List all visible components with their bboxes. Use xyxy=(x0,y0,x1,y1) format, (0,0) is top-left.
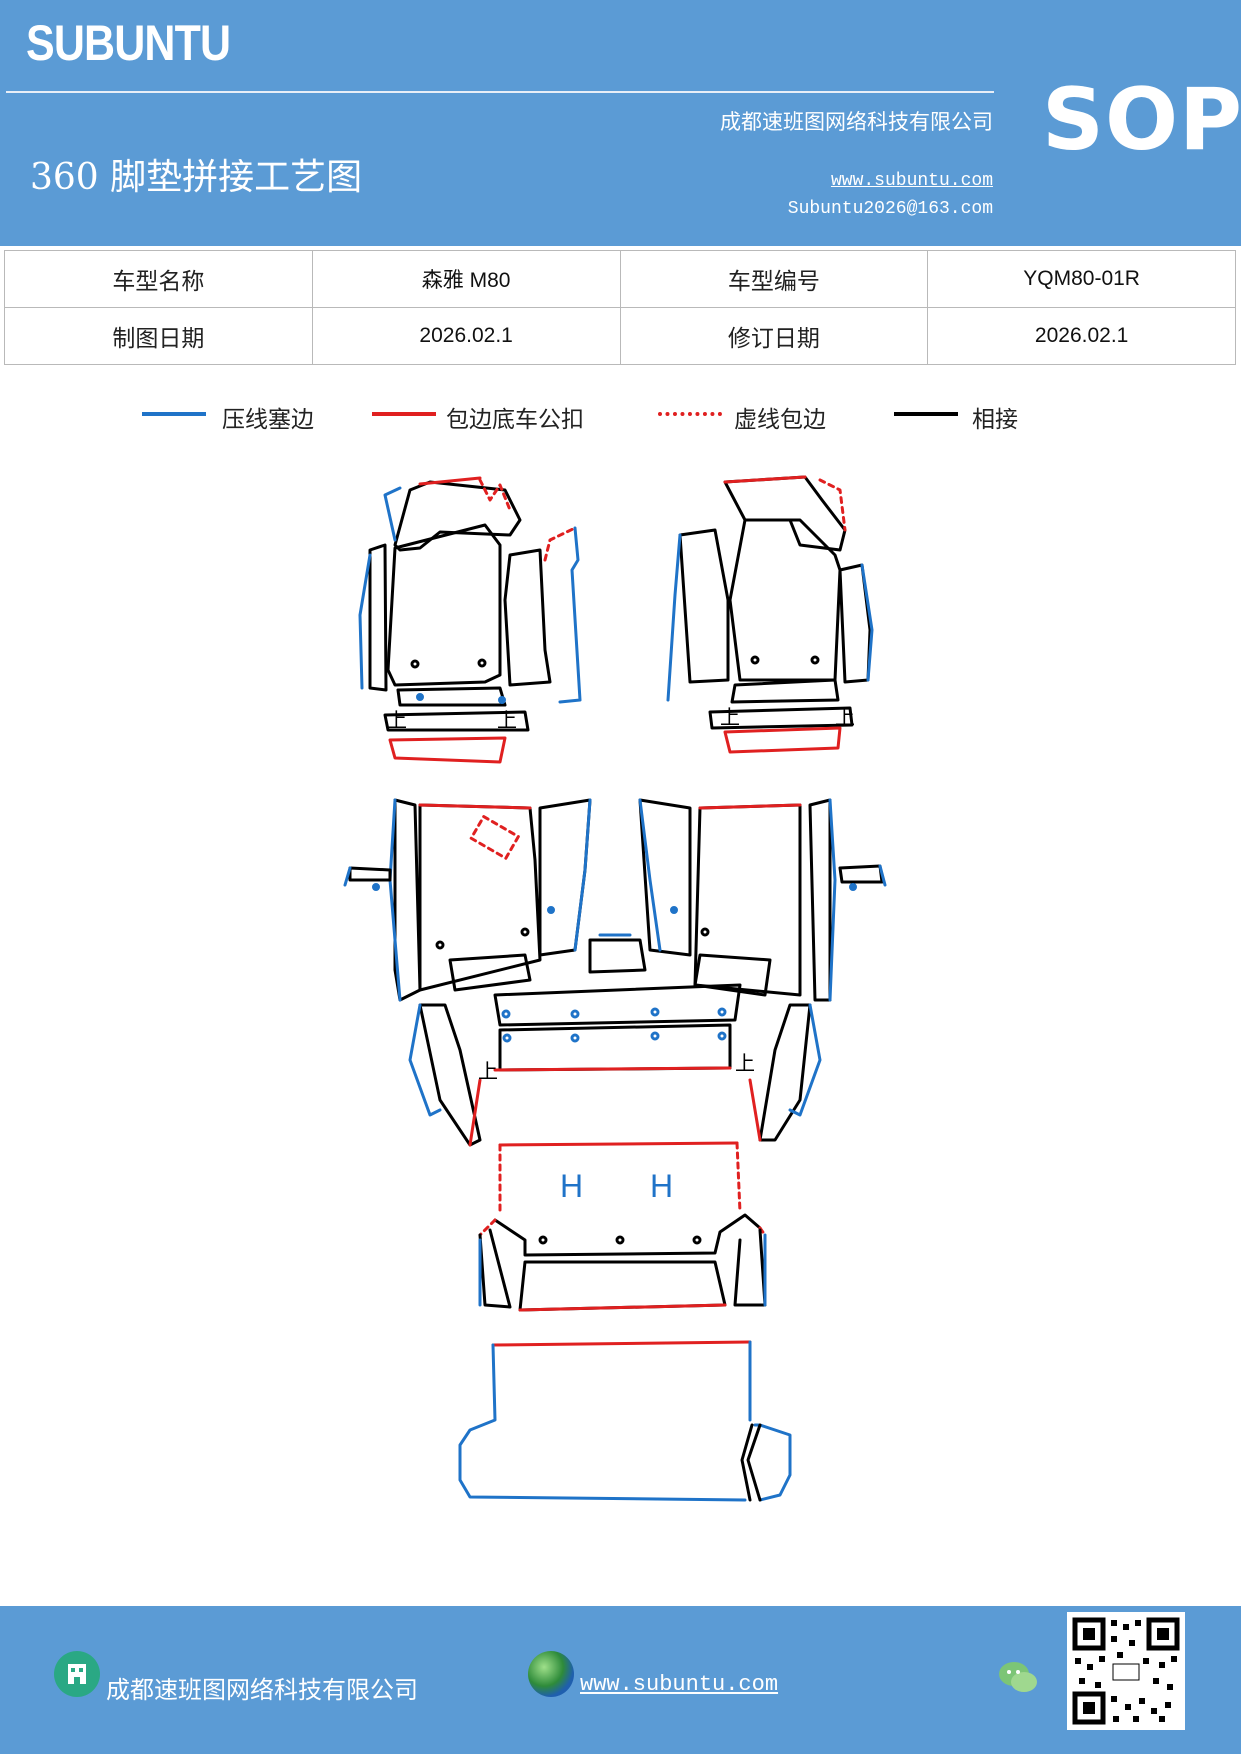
qr-code xyxy=(1067,1612,1185,1730)
legend-swatch-red-dotted xyxy=(658,412,722,416)
floor-mat-diagram: 上 上 上 上 上 上 H H xyxy=(343,475,887,1502)
line-legend: 压线塞边 包边底车公扣 虚线包边 相接 xyxy=(0,398,1241,444)
footer-banner: 成都速班图网络科技有限公司 www.subuntu.com xyxy=(0,1606,1241,1754)
value-model-name: 森雅 M80 xyxy=(311,250,621,308)
legend-label: 包边底车公扣 xyxy=(446,407,584,433)
value-revise-date: 2026.02.1 xyxy=(927,307,1236,365)
brand-logo: SUBUNTU xyxy=(26,15,231,71)
sop-badge: SOP xyxy=(1042,70,1241,170)
up-mark: 上 xyxy=(735,1052,755,1075)
header-banner: SUBUNTU 成都速班图网络科技有限公司 360 脚垫拼接工艺图 www.su… xyxy=(0,0,1241,246)
legend-label: 虚线包边 xyxy=(734,407,826,433)
up-mark: 上 xyxy=(478,1060,498,1083)
document-title: 360 脚垫拼接工艺图 xyxy=(30,157,363,198)
header-divider xyxy=(6,91,994,93)
footer-company-name: 成都速班图网络科技有限公司 xyxy=(106,1676,418,1704)
legend-swatch-black xyxy=(894,412,958,416)
label-draw-date: 制图日期 xyxy=(4,307,313,365)
globe-icon xyxy=(528,1651,574,1697)
legend-swatch-red xyxy=(372,412,436,416)
legend-label: 压线塞边 xyxy=(222,407,314,433)
company-name: 成都速班图网络科技有限公司 xyxy=(720,110,993,134)
front-right-mat xyxy=(666,475,874,754)
table-row: 制图日期 2026.02.1 修订日期 2026.02.1 xyxy=(4,307,1236,365)
h-mark: H xyxy=(650,1168,673,1204)
legend-label: 相接 xyxy=(972,407,1018,433)
third-row-mat xyxy=(478,1141,767,1312)
front-left-mat xyxy=(358,476,582,764)
website-link[interactable]: www.subuntu.com xyxy=(830,171,993,191)
up-mark: 上 xyxy=(720,706,740,729)
label-model-code: 车型编号 xyxy=(619,250,929,308)
building-icon xyxy=(54,1651,100,1697)
value-draw-date: 2026.02.1 xyxy=(311,307,621,365)
up-mark: 上 xyxy=(835,706,855,729)
label-model-name: 车型名称 xyxy=(4,250,313,308)
vehicle-info-table: 车型名称 森雅 M80 车型编号 YQM80-01R 制图日期 2026.02.… xyxy=(4,250,1236,365)
email-address: Subuntu2026@163.com xyxy=(787,199,993,219)
footer-website-link[interactable]: www.subuntu.com xyxy=(580,1672,779,1697)
legend-swatch-blue xyxy=(142,412,206,416)
rear-seat-mats xyxy=(343,798,887,1147)
up-mark: 上 xyxy=(387,709,407,732)
table-row: 车型名称 森雅 M80 车型编号 YQM80-01R xyxy=(4,250,1236,308)
h-mark: H xyxy=(560,1168,583,1204)
trunk-mat xyxy=(458,1340,792,1502)
wechat-icon[interactable] xyxy=(996,1654,1042,1700)
up-mark: 上 xyxy=(497,709,517,732)
value-model-code: YQM80-01R xyxy=(927,250,1236,308)
label-revise-date: 修订日期 xyxy=(619,307,929,365)
